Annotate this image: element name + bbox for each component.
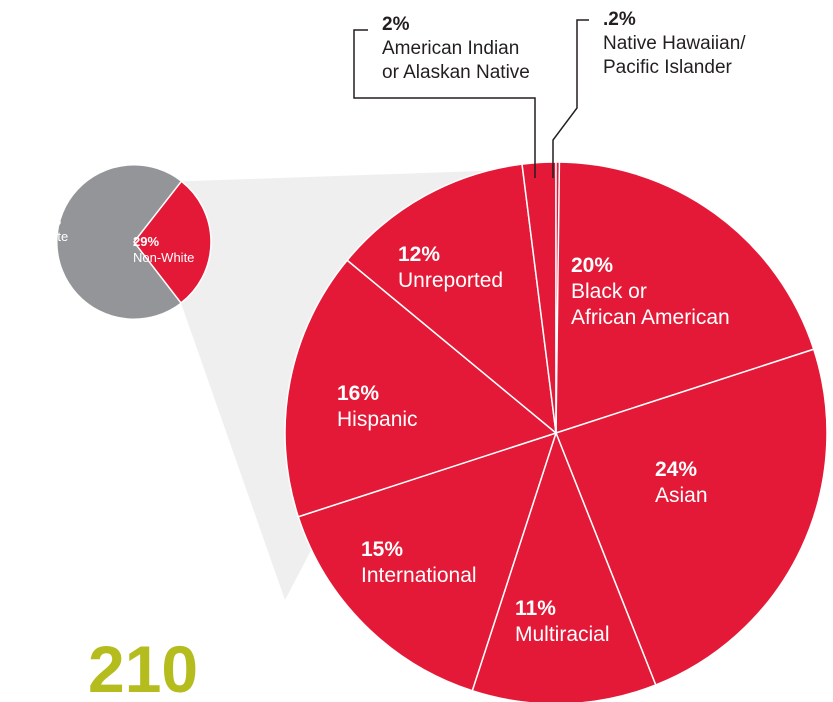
non-white-breakdown-pie [284,161,828,702]
slice-black [555,161,815,434]
label-multiracial-line: 11% [515,597,556,620]
label-international: 15% International [361,538,477,587]
label-american-indian-line: or Alaskan Native [382,62,530,83]
label-black: 20% Black or African American [571,254,730,329]
slice-hispanic [284,259,557,518]
slice-non-white [133,180,212,305]
label-native-hawaiian-line: Pacific Islander [603,57,733,78]
label-international-line: 15% [361,538,403,561]
label-black-line: African American [571,306,730,329]
label-unreported-line: 12% [398,243,440,266]
label-white: 71%White [35,213,68,244]
label-multiracial: 11% Multiracial [515,597,610,646]
label-asian-line: 24% [655,458,697,481]
label-white-line: White [35,229,68,244]
label-white-line: 71% [35,213,61,228]
label-unreported-line: Unreported [398,269,503,292]
slice-unreported [346,163,557,434]
label-american-indian-line: American Indian [382,38,519,59]
leader-native-hawaiian [552,19,589,178]
label-american-indian-line: 2% [382,14,410,35]
label-non-white-line: 29% [133,234,159,249]
label-unreported: 12% Unreported [398,243,503,292]
slice-native-hawaiian [555,161,561,434]
slice-international [297,432,557,692]
label-black-line: 20% [571,254,613,277]
label-non-white-line: Non-White [133,250,194,265]
label-native-hawaiian-line: Native Hawaiian/ [603,33,746,54]
label-hispanic: 16% Hispanic [337,382,418,431]
label-american-indian: 2% American Indian or Alaskan Native [382,14,530,83]
slice-labels: 20% Black or African American 24% Asian 11% Mu… [35,9,746,646]
label-hispanic-line: Hispanic [337,408,418,431]
label-native-hawaiian: .2% Native Hawaiian/Pacific Islander [603,9,746,78]
label-multiracial-line: Multiracial [515,623,610,646]
total-count: 210 [88,632,198,702]
overall-pie [56,164,212,320]
slice-asian [555,348,828,686]
slice-multiracial [471,432,657,702]
label-black-line: Black or [571,280,647,303]
label-international-line: International [361,564,477,587]
label-non-white: 29%Non-White [133,234,194,265]
label-native-hawaiian-line: .2% [603,9,636,30]
slice-white [56,164,183,320]
label-hispanic-line: 16% [337,382,379,405]
label-asian-line: Asian [655,484,708,507]
label-asian: 24% Asian [655,458,708,507]
leader-american-indian [353,29,536,178]
